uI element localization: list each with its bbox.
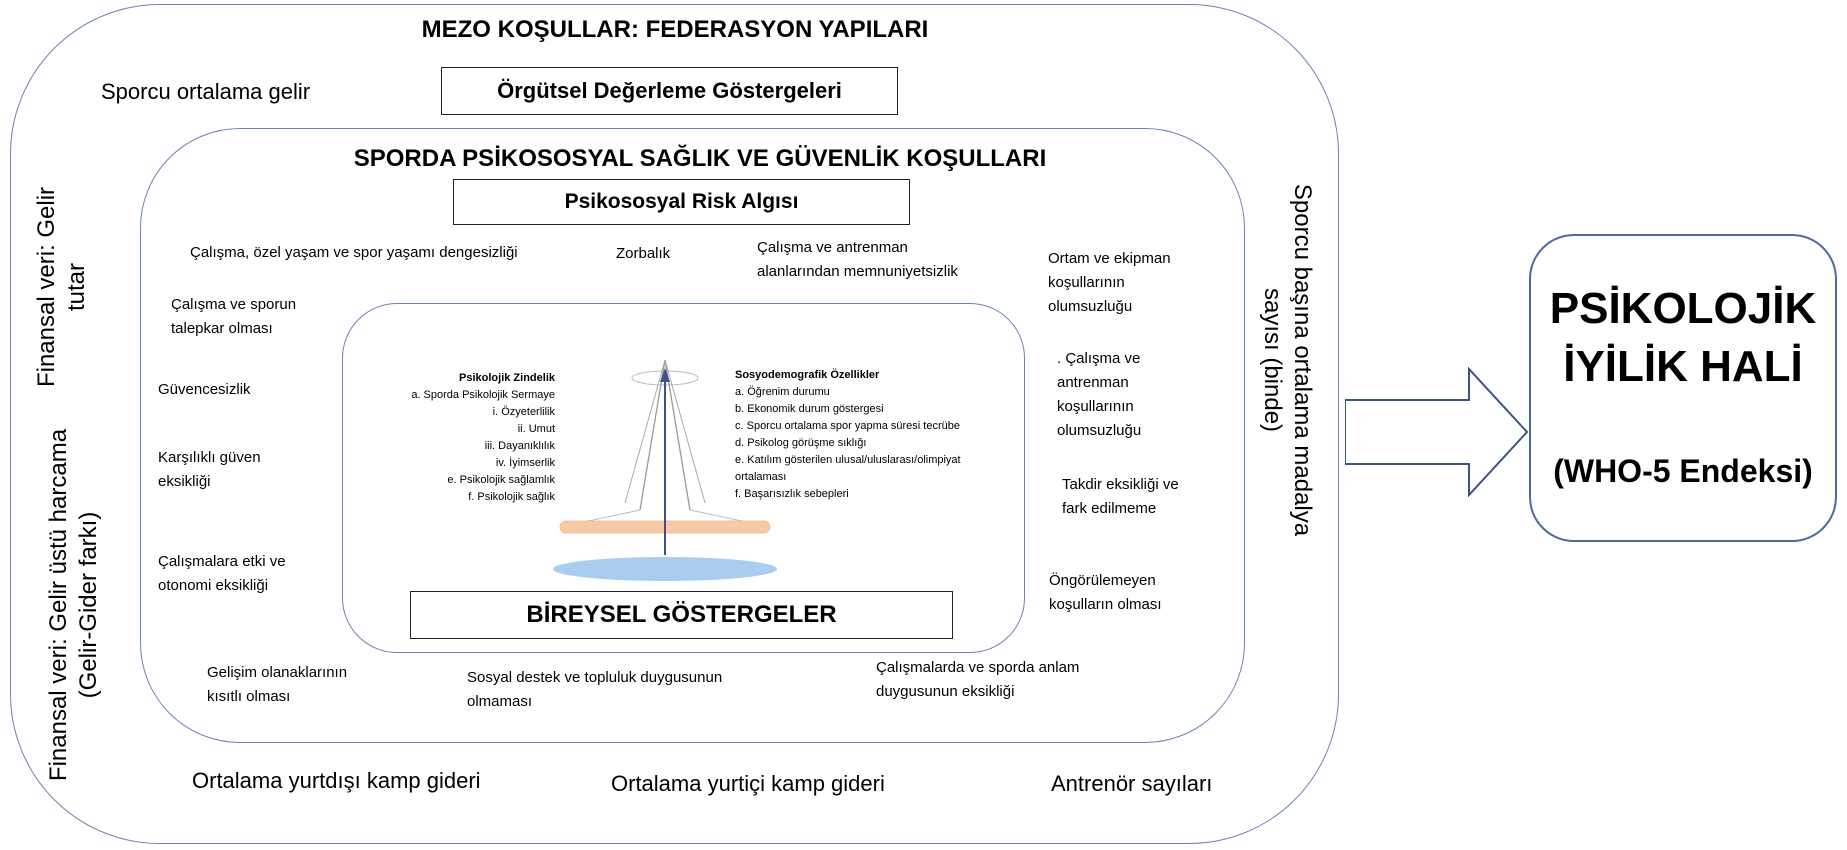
item-balance: Çalışma, özel yaşam ve spor yaşamı denge…: [190, 244, 518, 261]
item-support-l2: olmaması: [467, 693, 533, 710]
item-development: Gelişim olanaklarının kısıtlı olması: [207, 661, 347, 709]
item-unpredictable-l2: koşulların olması: [1049, 596, 1162, 613]
psych-fitness-list: Psikolojik Zindelik a. Sporda Psikolojik…: [380, 370, 555, 506]
sociodemographic-list: Sosyodemografik Özellikler a. Öğrenim du…: [735, 367, 961, 503]
item-development-l2: kısıtlı olması: [207, 688, 291, 705]
item-demanding-l1: Çalışma ve sporun: [171, 296, 297, 313]
psych-item: iv. İyimserlik: [495, 457, 555, 469]
item-recognition-l2: fark edilmeme: [1062, 500, 1157, 517]
psych-item: f. Psikolojik sağlık: [468, 491, 555, 503]
socio-item: e. Katılım gösterilen ulusal/uluslarası/…: [735, 454, 961, 466]
result-arrow: [1345, 367, 1529, 497]
socio-item: a. Öğrenim durumu: [735, 386, 830, 398]
item-trust-l2: eksikliği: [158, 473, 211, 490]
item-environment: Ortam ve ekipman koşullarının olumsuzluğ…: [1048, 247, 1171, 319]
wellbeing-title: PSİKOLOJİK İYİLİK HALİ: [1529, 280, 1837, 396]
item-environment-l1: Ortam ve ekipman: [1048, 250, 1171, 267]
item-recognition-l1: Takdir eksikliği ve: [1062, 476, 1179, 493]
item-dissatisfaction-l1: Çalışma ve antrenman: [757, 239, 908, 256]
item-conditions: . Çalışma ve antrenman koşullarının olum…: [1057, 347, 1141, 443]
item-trust-l1: Karşılıklı güven: [158, 449, 261, 466]
psychosocial-container: [140, 128, 1245, 743]
item-dissatisfaction-l2: alanlarından memnuniyetsizlik: [757, 263, 958, 280]
psych-item: i. Özyeterlilik: [492, 406, 555, 418]
support-line-3: [624, 359, 666, 504]
psych-item: iii. Dayanıklılık: [484, 440, 555, 452]
support-line-1: [639, 359, 666, 511]
finance-spending-label: Finansal veri: Gelir üstü harcama (Gelir…: [44, 395, 106, 815]
item-autonomy-l1: Çalışmalara etki ve: [158, 553, 286, 570]
item-insecurity: Güvencesizlik: [158, 381, 251, 398]
item-conditions-l2: antrenman: [1057, 374, 1129, 391]
item-environment-l2: koşullarının: [1048, 274, 1125, 291]
blue-disc: [553, 557, 777, 581]
finance-spending-line1: Finansal veri: Gelir üstü harcama: [45, 428, 72, 782]
medal-line2: sayısı (binde): [1259, 287, 1286, 433]
item-conditions-l4: olumsuzluğu: [1057, 422, 1142, 439]
support-line-4: [664, 359, 706, 504]
psychosocial-title: SPORDA PSİKOSOSYAL SAĞLIK VE GÜVENLİK KO…: [353, 145, 1047, 172]
psych-item: ii. Umut: [517, 423, 555, 435]
socio-title: Sosyodemografik Özellikler: [735, 369, 880, 381]
wellbeing-title-l1: PSİKOLOJİK: [1549, 284, 1817, 333]
item-trust: Karşılıklı güven eksikliği: [158, 446, 261, 494]
meso-title: MEZO KOŞULLAR: FEDERASYON YAPILARI: [421, 16, 929, 43]
item-support: Sosyal destek ve topluluk duygusunun olm…: [467, 666, 722, 714]
socio-item: ortalaması: [735, 471, 787, 483]
socio-item: c. Sporcu ortalama spor yapma süresi tec…: [735, 420, 960, 432]
item-demanding: Çalışma ve sporun talepkar olması: [171, 293, 296, 341]
wellbeing-box: [1529, 234, 1837, 542]
tower-arrowhead: [660, 368, 670, 382]
psych-item: a. Sporda Psikolojik Sermaye: [411, 389, 555, 401]
item-development-l1: Gelişim olanaklarının: [207, 664, 348, 681]
item-conditions-l1: . Çalışma ve: [1057, 350, 1141, 367]
support-line-2: [664, 359, 691, 511]
item-support-l1: Sosyal destek ve topluluk duygusunun: [467, 669, 723, 686]
individual-container: [342, 303, 1025, 653]
medal-count-label: Sporcu başına ortalama madalya sayısı (b…: [1255, 150, 1317, 570]
who5-label: (WHO-5 Endeksi): [1553, 453, 1813, 489]
item-autonomy-l2: otonomi eksikliği: [158, 577, 269, 594]
org-indicators-label: Örgütsel Değerleme Göstergeleri: [441, 67, 898, 115]
medal-line1: Sporcu başına ortalama madalya: [1289, 183, 1316, 537]
risk-perception-label: Psikososyal Risk Algısı: [453, 179, 910, 225]
abroad-camp-label: Ortalama yurtdışı kamp gideri: [192, 768, 481, 793]
psych-item: e. Psikolojik sağlamlık: [447, 474, 555, 486]
item-meaning-l2: duygusunun eksikliği: [876, 683, 1015, 700]
psych-fitness-title: Psikolojik Zindelik: [459, 372, 555, 384]
item-dissatisfaction: Çalışma ve antrenman alanlarından memnun…: [757, 236, 958, 284]
athlete-income-label: Sporcu ortalama gelir: [101, 79, 311, 104]
item-recognition: Takdir eksikliği ve fark edilmeme: [1062, 473, 1179, 521]
tower-illustration: [553, 359, 777, 581]
item-autonomy: Çalışmalara etki ve otonomi eksikliği: [158, 550, 286, 598]
item-demanding-l2: talepkar olması: [171, 320, 273, 337]
coaches-label: Antrenör sayıları: [1051, 771, 1213, 796]
item-meaning: Çalışmalarda ve sporda anlam duygusunun …: [876, 656, 1079, 704]
socio-item: b. Ekonomik durum göstergesi: [735, 403, 884, 415]
item-environment-l3: olumsuzluğu: [1048, 298, 1133, 315]
finance-spending-line2: (Gelir-Gider farkı): [75, 511, 102, 699]
socio-item: f. Başarısızlık sebepleri: [735, 488, 849, 500]
item-bullying: Zorbalık: [616, 245, 671, 262]
individual-indicators-label: BİREYSEL GÖSTERGELER: [410, 591, 953, 639]
item-conditions-l3: koşullarının: [1057, 398, 1134, 415]
wellbeing-title-l2: İYİLİK HALİ: [1563, 342, 1803, 391]
meso-conditions-container: [10, 4, 1339, 844]
item-unpredictable: Öngörülemeyen koşulların olması: [1049, 569, 1162, 617]
item-unpredictable-l1: Öngörülemeyen: [1049, 572, 1156, 589]
socio-item: d. Psikolog görüşme sıklığı: [735, 437, 867, 449]
domestic-camp-label: Ortalama yurtiçi kamp gideri: [611, 771, 885, 796]
item-meaning-l1: Çalışmalarda ve sporda anlam: [876, 659, 1080, 676]
arrow-shape: [1345, 367, 1529, 497]
